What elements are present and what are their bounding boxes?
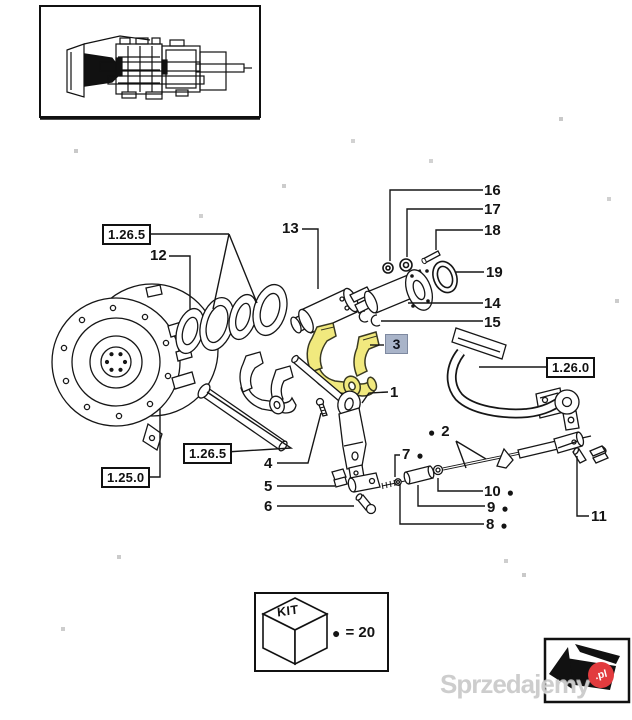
cable-assembly-drawing xyxy=(347,431,609,493)
section-label-1260: 1.26.0 xyxy=(546,357,596,378)
kit-dot: ● xyxy=(506,485,514,499)
callout-17-label: 17 xyxy=(484,201,501,218)
callout-9-label: 9 xyxy=(487,499,496,516)
callout-7-label: 7 xyxy=(402,446,411,463)
lever-and-linkage-drawing xyxy=(291,354,377,515)
shift-fork-highlighted-drawing xyxy=(306,322,380,397)
callout-15: 15 xyxy=(484,315,501,330)
callout-5: 5 xyxy=(264,479,272,494)
callout-2-label: 2 xyxy=(441,423,450,440)
kit-legend-value: = 20 xyxy=(345,624,376,641)
callout-12: 12 xyxy=(150,248,167,263)
section-label-1265-top: 1.26.5 xyxy=(102,224,152,245)
kit-dot: ● xyxy=(416,448,424,462)
callout-14-label: 14 xyxy=(484,295,501,312)
callout-4-label: 4 xyxy=(264,455,273,472)
callout-13: 13 xyxy=(282,221,299,236)
kit-dot: ● xyxy=(332,624,341,641)
callout-15-label: 15 xyxy=(484,314,501,331)
callout-7: 7● xyxy=(402,447,424,462)
section-label-1250: 1.25.0 xyxy=(101,467,151,488)
callout-5-label: 5 xyxy=(264,478,273,495)
kit-cube-drawing xyxy=(261,597,329,666)
callout-9: 9● xyxy=(487,500,509,515)
gearbox-thumbnail xyxy=(39,5,261,120)
callout-14: 14 xyxy=(484,296,501,311)
oring-and-pins-drawing xyxy=(382,250,458,294)
clutch-pedal-drawing xyxy=(446,327,580,431)
callout-17: 17 xyxy=(484,202,501,217)
callout-10: 10 ● xyxy=(484,484,514,499)
kit-dot: ● xyxy=(428,425,436,439)
kit-dot: ● xyxy=(501,501,509,515)
leader-lines xyxy=(143,189,589,525)
callout-2: ●2 xyxy=(428,424,450,439)
callout-16: 16 xyxy=(484,183,501,198)
callout-12-label: 12 xyxy=(150,247,167,264)
callout-6-label: 6 xyxy=(264,498,273,515)
callout-18-label: 18 xyxy=(484,222,501,239)
sleeve-tube-drawing xyxy=(363,269,434,314)
callout-16-label: 16 xyxy=(484,182,501,199)
gearbox-side-view-drawing xyxy=(66,35,252,100)
scan-noise xyxy=(0,0,2,2)
highlighted-part-badge: 3 xyxy=(385,334,408,354)
callout-1-label: 1 xyxy=(390,384,399,401)
section-label-1265-bottom: 1.26.5 xyxy=(183,443,233,464)
callout-8: 8● xyxy=(486,517,508,532)
kit-dot-legend: ● = 20 xyxy=(332,624,375,641)
callout-6: 6 xyxy=(264,499,272,514)
kit-dot: ● xyxy=(500,518,508,532)
watermark-brand: Sprzedajemy xyxy=(440,669,590,699)
callout-19-label: 19 xyxy=(486,264,503,281)
callout-13-label: 13 xyxy=(282,220,299,237)
callout-4: 4 xyxy=(264,456,272,471)
callout-11: 11 xyxy=(591,509,607,524)
callout-18: 18 xyxy=(484,223,501,238)
callout-11-label: 11 xyxy=(591,508,607,525)
kit-legend-box xyxy=(254,592,389,672)
bearing-rings-drawing xyxy=(175,283,288,355)
callout-19: 19 xyxy=(486,265,503,280)
callout-8-label: 8 xyxy=(486,516,495,533)
callout-1: 1 xyxy=(390,385,398,400)
callout-10-label: 10 xyxy=(484,483,501,500)
